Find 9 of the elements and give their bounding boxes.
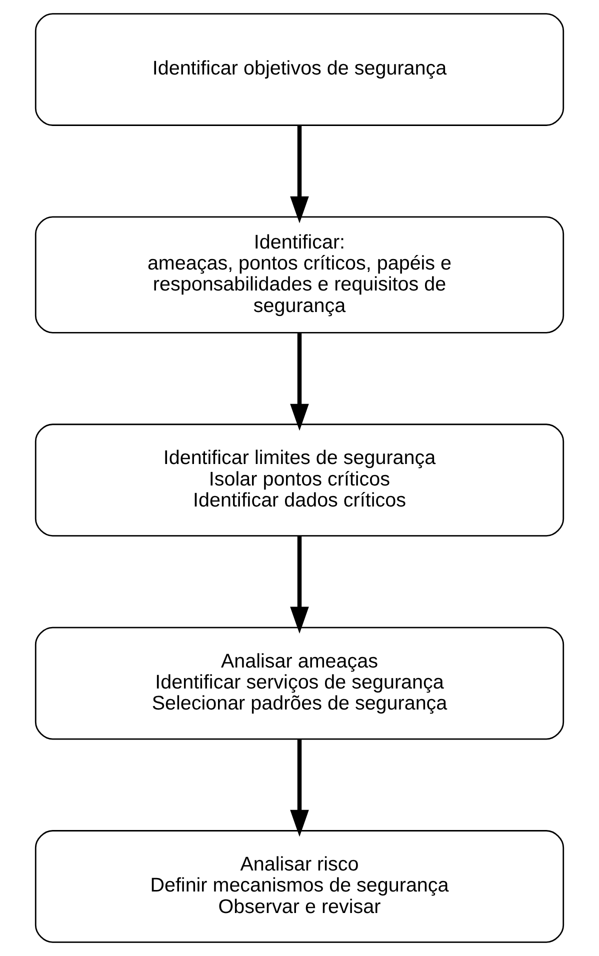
node-box: Analisar risco Definir mecanismos de segurança Observar e revisar — [34, 830, 564, 943]
arrow — [290, 333, 309, 431]
arrow — [290, 739, 309, 837]
node-box: Identificar objetivos de segurança — [34, 13, 564, 126]
arrow — [290, 536, 309, 634]
node-box: Identificar limites de segurança Isolar pontos críticos Identificar dados críticos — [34, 424, 564, 537]
arrow — [290, 126, 309, 224]
node-box: Analisar ameaças Identificar serviços de segurança Selecionar padrões de segurança — [34, 626, 564, 740]
node-box: Identificar: ameaças, pontos críticos, papéis e responsabilidades e requisitos de segurança — [34, 216, 564, 334]
